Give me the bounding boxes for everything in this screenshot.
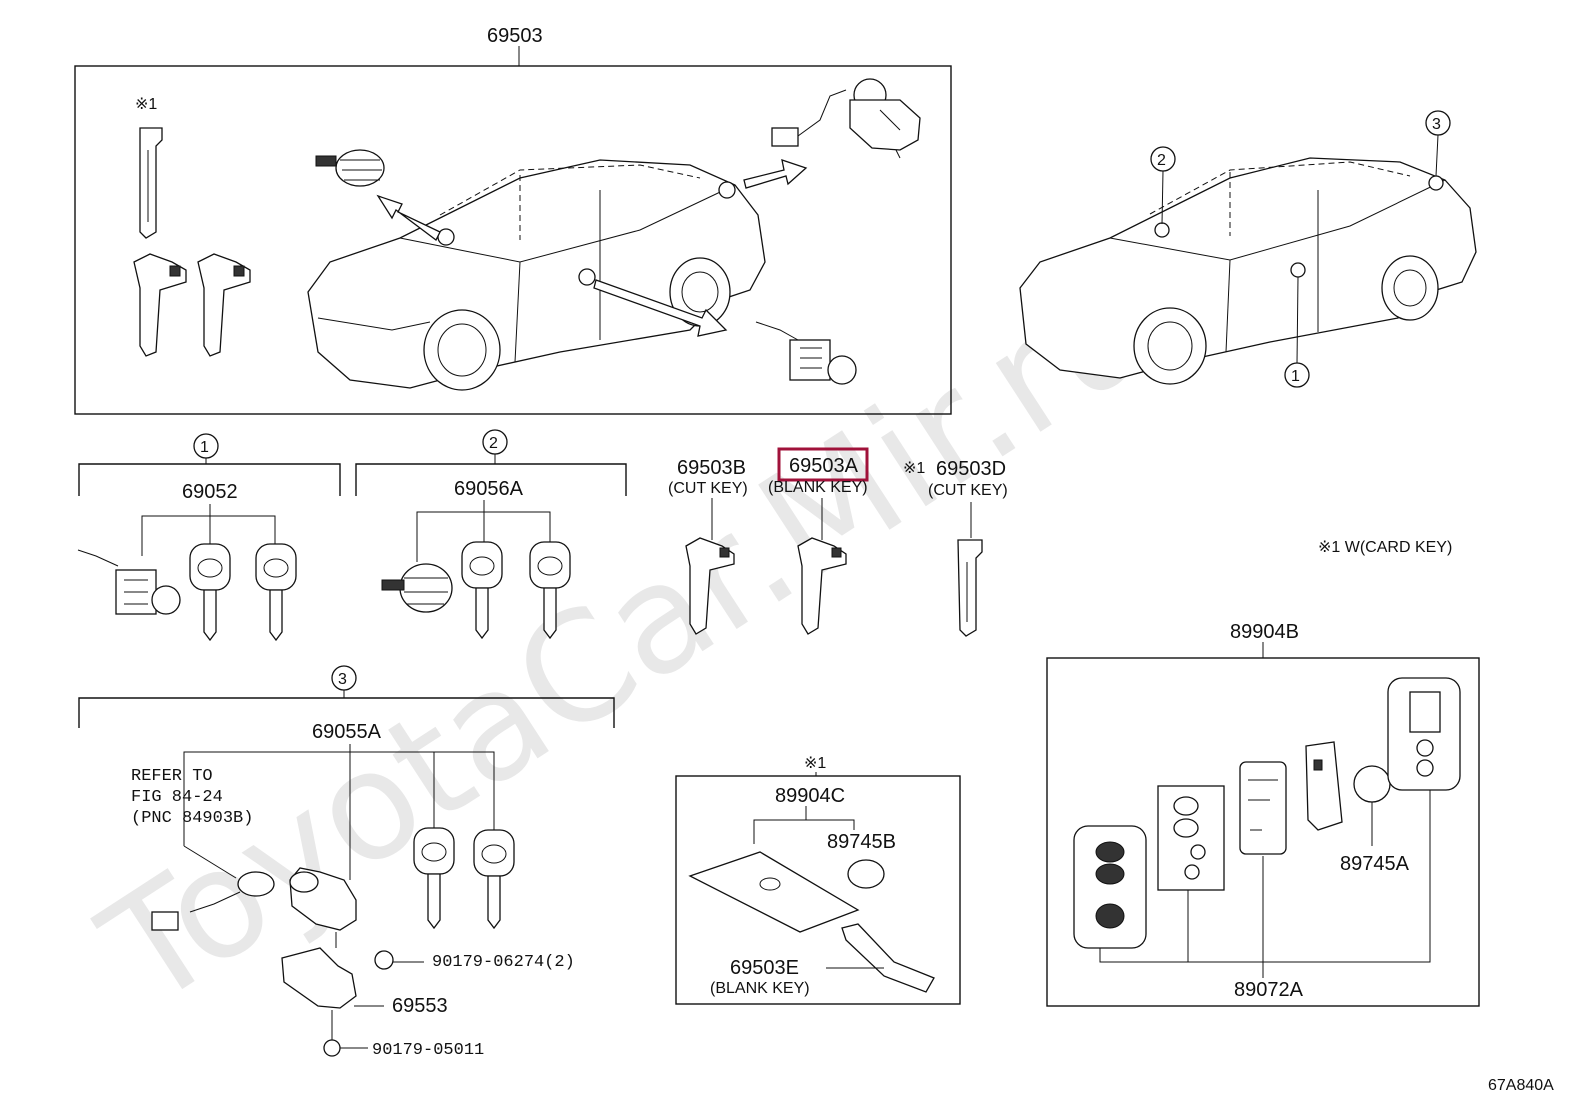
door-cylinder-icon xyxy=(315,149,385,187)
callout-2: 2 xyxy=(482,429,508,464)
part-label-89745A[interactable]: 89745A xyxy=(1340,853,1410,875)
part-sublabel-69503A: (BLANK KEY) xyxy=(768,479,868,496)
cut-key-69503B-icon xyxy=(685,537,735,635)
card-key-icon xyxy=(688,851,860,933)
part-label-69503B[interactable]: 69503B xyxy=(677,457,746,479)
svg-text:3: 3 xyxy=(1432,116,1441,133)
remote-housing-icon xyxy=(1073,825,1147,949)
emergency-key-insert-icon xyxy=(1305,741,1343,831)
vehicle-location-illustration xyxy=(1019,157,1477,385)
part-label-69055A[interactable]: 69055A xyxy=(312,721,382,743)
battery-89745A-icon xyxy=(1353,765,1391,803)
part-label-90179-06274[interactable]: 90179-06274(2) xyxy=(432,953,575,972)
part-label-69553[interactable]: 69553 xyxy=(392,995,448,1017)
master-key-icon-3 xyxy=(413,827,455,930)
ignition-cylinder-icon xyxy=(289,867,357,948)
bolt-icon xyxy=(323,1010,368,1057)
sub-key-icon xyxy=(255,543,297,642)
blank-key-icon xyxy=(197,253,251,357)
part-label-89745B[interactable]: 89745B xyxy=(827,831,896,853)
callout-3: 3 xyxy=(331,665,357,698)
part-label-89904B[interactable]: 89904B xyxy=(1230,621,1299,643)
bracket-icon xyxy=(281,947,384,1009)
group-bracket-1 xyxy=(78,463,341,496)
callout-1-top-right: 1 xyxy=(1284,276,1310,388)
sub-key-icon-3 xyxy=(473,829,515,930)
emergency-key-69503E-icon xyxy=(841,923,935,993)
diagram-code: 67A840A xyxy=(1488,1077,1554,1094)
sub-key-icon-2 xyxy=(529,541,571,640)
master-key-icon xyxy=(189,543,231,642)
part-label-69503A[interactable]: 69503A xyxy=(789,455,859,477)
door-lock-cylinder-icon xyxy=(77,549,181,615)
nut-icon xyxy=(374,950,424,970)
kit-box-89904B xyxy=(1046,657,1480,1007)
group-bracket-3 xyxy=(78,697,615,728)
master-key-icon-2 xyxy=(461,541,503,640)
part-sublabel-69503D: (CUT KEY) xyxy=(928,482,1008,499)
watermark: ToyotaCar.Mir.ru xyxy=(74,238,1180,1041)
part-label-89904C[interactable]: 89904C xyxy=(775,785,845,807)
door-lock-assembly-icon xyxy=(755,321,857,385)
arrow-to-cylinder xyxy=(376,194,441,241)
battery-89745B-icon xyxy=(847,859,885,889)
svg-text:1: 1 xyxy=(200,439,209,456)
smart-key-cover-icon xyxy=(1387,677,1461,791)
svg-text:2: 2 xyxy=(1157,152,1166,169)
note-marker-69503D: ※1 xyxy=(903,460,925,477)
trunk-cylinder-icon xyxy=(381,563,453,613)
ignition-harness-icon xyxy=(151,845,275,931)
arrow-to-trunk-lock xyxy=(743,159,808,189)
part-label-90179-05011[interactable]: 90179-05011 xyxy=(372,1041,484,1060)
callout-3-top-right: 3 xyxy=(1425,110,1451,177)
refer-line-3[interactable]: (PNC 84903B) xyxy=(131,809,253,828)
part-label-69503[interactable]: 69503 xyxy=(487,25,543,47)
part-label-69503D[interactable]: 69503D xyxy=(936,458,1006,480)
blank-key-69503A-icon xyxy=(797,537,847,635)
kit-box-69503 xyxy=(74,65,952,415)
part-sublabel-69503E: (BLANK KEY) xyxy=(710,980,810,997)
circuit-board-icon xyxy=(1239,761,1287,855)
part-label-69052[interactable]: 69052 xyxy=(182,481,238,503)
svg-text:1: 1 xyxy=(1291,368,1300,385)
callout-2-top-right: 2 xyxy=(1150,146,1176,225)
note-marker: ※1 xyxy=(135,96,157,113)
callout-1: 1 xyxy=(193,433,219,464)
vehicle-illustration xyxy=(307,159,766,391)
cut-key-icon xyxy=(133,253,187,357)
arrow-to-door-lock xyxy=(593,279,728,337)
part-sublabel-69503B: (CUT KEY) xyxy=(668,480,748,497)
note-marker-card: ※1 xyxy=(804,755,826,772)
card-cut-key-69503D-icon xyxy=(957,539,983,637)
part-label-89072A[interactable]: 89072A xyxy=(1234,979,1304,1001)
footnote: ※1 W(CARD KEY) xyxy=(1318,539,1452,556)
part-label-69503E[interactable]: 69503E xyxy=(730,957,799,979)
highlight-box-69503A xyxy=(777,447,869,482)
part-label-69056A[interactable]: 69056A xyxy=(454,478,524,500)
button-pad-icon xyxy=(1157,785,1225,891)
refer-line-1[interactable]: REFER TO xyxy=(131,767,213,786)
kit-box-89904C xyxy=(675,775,961,1005)
group-bracket-2 xyxy=(355,463,627,496)
svg-text:3: 3 xyxy=(338,671,347,688)
trunk-lock-assembly-icon xyxy=(771,78,921,159)
refer-line-2[interactable]: FIG 84-24 xyxy=(131,788,223,807)
card-key-blade-icon xyxy=(139,127,163,239)
svg-text:2: 2 xyxy=(489,435,498,452)
